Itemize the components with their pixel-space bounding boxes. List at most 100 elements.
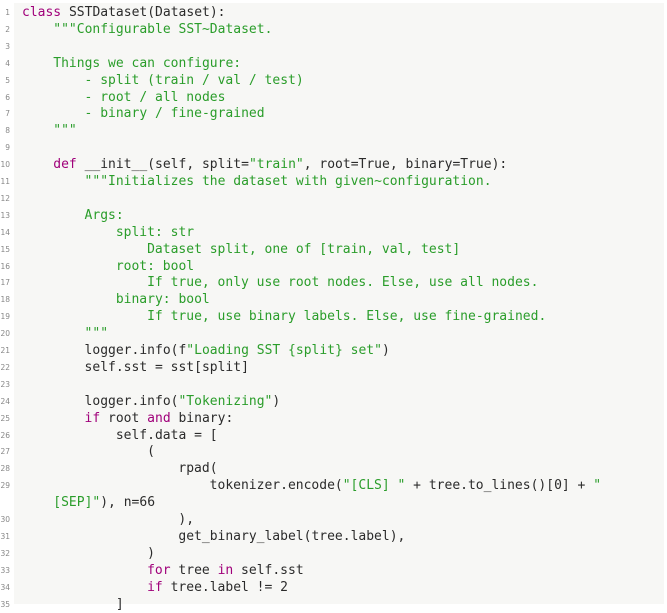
code-text: - split (train / val / test) <box>85 72 304 89</box>
keyword-token: in <box>217 562 234 578</box>
code-token: self.data = [ <box>115 427 218 443</box>
code-text: ] <box>116 596 124 613</box>
line-number: 12 <box>0 193 10 203</box>
string-token: Dataset split, one of [train, val, test] <box>147 241 461 257</box>
code-token: self.sst <box>233 562 304 578</box>
string-token: If true, only use root nodes. Else, use … <box>147 275 539 291</box>
line-number: 26 <box>0 430 10 440</box>
keyword-token: and <box>147 410 171 426</box>
code-token: __init__(self, split= <box>76 157 249 173</box>
line-number: 35 <box>0 599 10 609</box>
code-text: self.sst = sst[split] <box>85 359 249 376</box>
code-token: ) <box>272 393 281 409</box>
keyword-token: if <box>147 579 163 595</box>
code-token: tree <box>170 562 218 578</box>
string-token: Args: <box>84 207 124 223</box>
line-number: 28 <box>0 464 10 474</box>
string-token: "Loading SST {split} set" <box>186 343 382 358</box>
string-token: "[CLS] " <box>342 478 406 494</box>
code-text: class SSTDataset(Dataset): <box>22 4 226 21</box>
string-token: " <box>593 478 602 494</box>
code-text: """ <box>85 325 108 342</box>
line-number: 6 <box>5 92 10 102</box>
code-text: """Configurable SST~Dataset. <box>53 21 272 38</box>
string-token: [SEP]" <box>53 495 101 511</box>
code-line: 1 class SSTDataset(Dataset): <box>5 4 664 21</box>
code-token: get_binary_label(tree.label), <box>178 528 406 544</box>
code-text: Args: <box>85 207 124 224</box>
code-text: if tree.label != 2 <box>147 579 288 596</box>
string-token: binary: bool <box>115 292 210 308</box>
code-line: 17 If true, only use root nodes. Else, us… <box>0 274 664 291</box>
code-token: tree.label != 2 <box>162 579 288 595</box>
string-token: "Tokenizing" <box>178 393 273 409</box>
code-text: tokenizer.encode("[CLS] " + tree.to_line… <box>210 477 601 494</box>
code-line: 9 <box>5 139 664 156</box>
line-number: 17 <box>0 278 10 288</box>
line-number: 29 <box>0 481 10 491</box>
code-text: Things we can configure: <box>53 55 241 72</box>
string-token: - binary / fine-grained <box>84 106 265 122</box>
code-token: logger.info(f <box>84 343 187 358</box>
code-line: 10 def __init__(self, split="train", root… <box>0 156 664 173</box>
line-number: 33 <box>0 565 10 575</box>
code-token: ( <box>147 444 155 460</box>
line-number: 19 <box>0 312 10 322</box>
code-line: 27 ( <box>0 443 664 460</box>
code-text: Dataset split, one of [train, val, test] <box>147 241 460 258</box>
code-text: - binary / fine-grained <box>85 105 265 122</box>
code-token: root <box>100 410 148 426</box>
code-line: 4 Things we can configure: <box>5 55 664 72</box>
code-text: ), <box>178 511 194 528</box>
line-number: 15 <box>0 244 10 254</box>
keyword-token: for <box>147 562 171 578</box>
line-number: 7 <box>5 109 10 119</box>
code-line: 35] <box>0 596 664 613</box>
code-line: 23 <box>0 376 664 393</box>
code-line: 6 - root / all nodes <box>5 89 664 106</box>
code-text: def __init__(self, split="train", root=T… <box>53 156 507 173</box>
code-text: """ <box>53 122 76 139</box>
line-number: 2 <box>5 24 10 34</box>
code-line: 5- split (train / val / test) <box>5 72 664 89</box>
line-number: 27 <box>0 447 10 457</box>
keyword-token: class <box>22 5 62 20</box>
code-line: 7 - binary / fine-grained <box>5 105 664 122</box>
code-text: ) <box>147 545 155 562</box>
line-number: 10 <box>0 160 10 170</box>
code-text: binary: bool <box>116 291 210 308</box>
code-text: logger.info("Tokenizing") <box>85 393 281 410</box>
code-token: ] <box>115 596 124 612</box>
code-text: If true, use binary labels. Else, use fi… <box>147 308 546 325</box>
string-token: "train" <box>248 157 304 173</box>
keyword-token: if <box>84 410 101 426</box>
code-token: SSTDataset(Dataset): <box>61 5 226 20</box>
line-number: 23 <box>0 379 10 389</box>
string-token: Things we can configure: <box>53 55 242 71</box>
keyword-token: def <box>53 157 77 173</box>
code-token: ) <box>147 545 155 561</box>
code-line: 11"""Initializes the dataset with given~… <box>0 173 664 190</box>
line-number: 4 <box>5 58 10 68</box>
code-line: 33 for tree in self.sst <box>0 562 664 579</box>
code-text: get_binary_label(tree.label), <box>178 528 405 545</box>
string-token: If true, use binary labels. Else, use fi… <box>147 309 547 325</box>
code-token: ) <box>381 343 390 358</box>
code-line: 29 tokenizer.encode("[CLS] " + tree.to_li… <box>0 477 664 494</box>
string-token: """ <box>53 123 77 139</box>
code-line: 19 If true, use binary labels. Else, use … <box>0 308 664 325</box>
string-token: - root / all nodes <box>84 89 226 105</box>
line-number: 1 <box>5 8 10 17</box>
line-number: 8 <box>5 126 10 136</box>
code-token: + tree.to_lines()[0] + <box>405 478 594 494</box>
code-token: ), n=66 <box>100 495 156 511</box>
